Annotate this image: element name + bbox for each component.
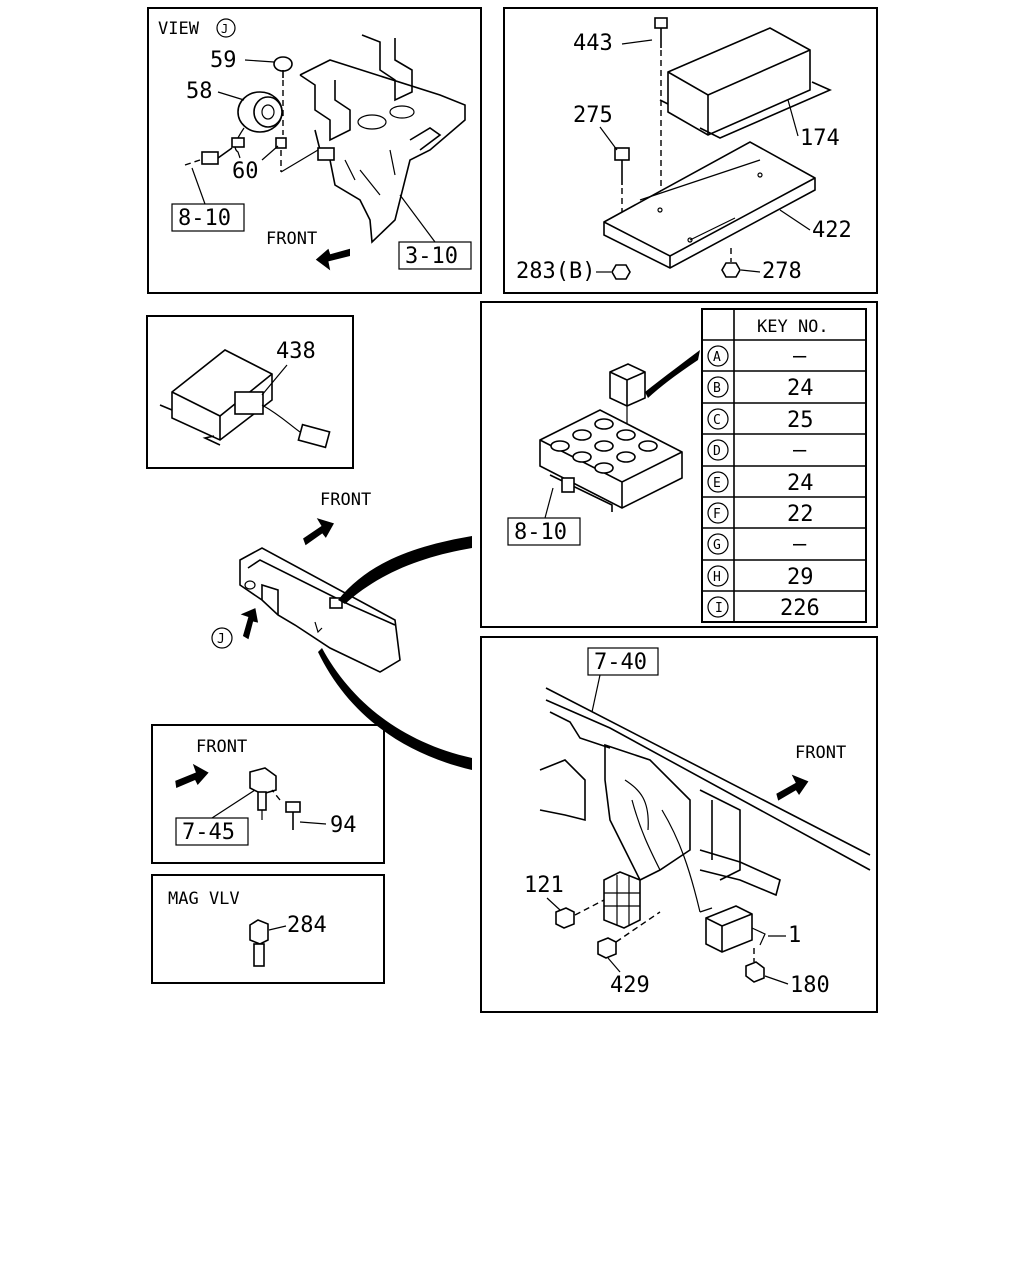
part-label-422: 422 (812, 218, 852, 243)
front-arrow-icon (231, 603, 264, 640)
relay-cluster-drawing (603, 871, 641, 929)
row-value-c: 25 (787, 408, 814, 433)
front-label-94: FRONT (196, 737, 247, 757)
row-value-h: 29 (787, 565, 814, 590)
table-row: G – (707, 532, 807, 557)
front-arrow-icon (173, 761, 211, 789)
part-label-58: 58 (186, 79, 213, 104)
view-title: VIEW (158, 19, 200, 39)
panel-94: FRONT 7-45 94 (151, 724, 385, 864)
row-key-f: F (713, 507, 721, 522)
part-422-drawing (603, 141, 816, 269)
view-circle-j: J (221, 22, 228, 36)
table-row: E 24 (707, 471, 814, 496)
key-number-table: KEY NO. A – B 24 C 25 D – (701, 308, 867, 623)
part-label-429: 429 (610, 973, 650, 998)
table-row: I 226 (707, 596, 820, 621)
table-header-key-no: KEY NO. (757, 317, 829, 337)
panel-mag-vlv: MAG VLV 284 (151, 874, 385, 984)
relay-drawing (609, 350, 700, 425)
ref-3-10[interactable]: 3-10 (405, 244, 458, 269)
frame-drawing (539, 687, 871, 913)
part-label-443: 443 (573, 31, 613, 56)
part-121-drawing (555, 907, 575, 929)
part-60-drawing (275, 137, 319, 173)
part-278-nut (721, 262, 741, 278)
center-dashboard: FRONT J (211, 490, 472, 770)
part-label-121: 121 (524, 873, 564, 898)
part-438-drawing (159, 349, 331, 449)
row-value-f: 22 (787, 502, 814, 527)
panel-frame: 7-40 FRONT (480, 636, 878, 1013)
mag-vlv-title: MAG VLV (168, 889, 240, 909)
part-284-bolt (249, 919, 269, 967)
front-label-frame: FRONT (795, 743, 846, 763)
table-row: C 25 (707, 408, 814, 433)
row-value-i: 226 (780, 596, 820, 621)
part-429-drawing (597, 937, 617, 959)
table-row: A – (707, 344, 807, 369)
front-arrow-icon (298, 513, 338, 546)
row-key-d: D (713, 444, 721, 459)
row-value-a: – (793, 344, 807, 369)
panel-control-box: 443 275 174 422 283(B) 278 (503, 7, 878, 294)
row-value-e: 24 (787, 471, 814, 496)
row-value-d: – (793, 438, 807, 463)
row-key-h: H (713, 570, 721, 585)
part-1-drawing (699, 905, 766, 953)
part-283-nut (611, 264, 631, 280)
part-label-438: 438 (276, 339, 316, 364)
table-row: H 29 (707, 565, 814, 590)
ref-7-45[interactable]: 7-45 (182, 820, 235, 845)
sensor-drawing (249, 767, 277, 820)
row-key-g: G (713, 538, 721, 553)
part-label-275: 275 (573, 103, 613, 128)
part-label-283b: 283(B) (516, 259, 595, 284)
row-key-a: A (713, 350, 721, 365)
ref-8-10-top[interactable]: 8-10 (178, 206, 231, 231)
part-58-drawing (231, 91, 283, 159)
ref-7-40[interactable]: 7-40 (594, 650, 647, 675)
row-key-e: E (713, 476, 721, 491)
relay-block-drawing (539, 409, 683, 512)
row-key-c: C (713, 413, 721, 428)
table-row: F 22 (707, 502, 814, 527)
part-label-180: 180 (790, 973, 830, 998)
row-key-b: B (713, 381, 721, 396)
front-arrow-icon (315, 248, 350, 271)
part-label-278: 278 (762, 259, 802, 284)
part-label-59: 59 (210, 48, 237, 73)
connector-drawing (184, 147, 233, 166)
part-label-94: 94 (330, 813, 357, 838)
part-label-1: 1 (788, 923, 801, 948)
table-row: D – (707, 438, 807, 463)
front-label-view-j: FRONT (266, 229, 317, 249)
row-value-b: 24 (787, 376, 814, 401)
row-key-i: I (715, 601, 723, 616)
part-label-284: 284 (287, 913, 327, 938)
ref-8-10-relay[interactable]: 8-10 (514, 520, 567, 545)
bracket-drawing (299, 34, 466, 244)
part-180-drawing (745, 961, 765, 983)
panel-relay: 8-10 KEY NO. A – B 24 (480, 301, 878, 628)
callout-arc-relay (338, 536, 472, 604)
part-174-drawing (659, 27, 832, 139)
front-label-center: FRONT (320, 490, 371, 510)
part-label-60: 60 (232, 159, 259, 184)
part-59-drawing (273, 56, 293, 135)
panel-view-j: VIEW J (147, 7, 482, 294)
callout-arc-frame (318, 648, 472, 770)
table-row: B 24 (707, 376, 814, 401)
part-94-bolt (271, 789, 301, 830)
view-circle-j-center: J (217, 632, 225, 647)
part-443-drawing (654, 17, 668, 205)
row-value-g: – (793, 532, 807, 557)
part-label-174: 174 (800, 126, 840, 151)
front-arrow-icon (772, 770, 812, 801)
panel-438: 438 (146, 315, 354, 469)
